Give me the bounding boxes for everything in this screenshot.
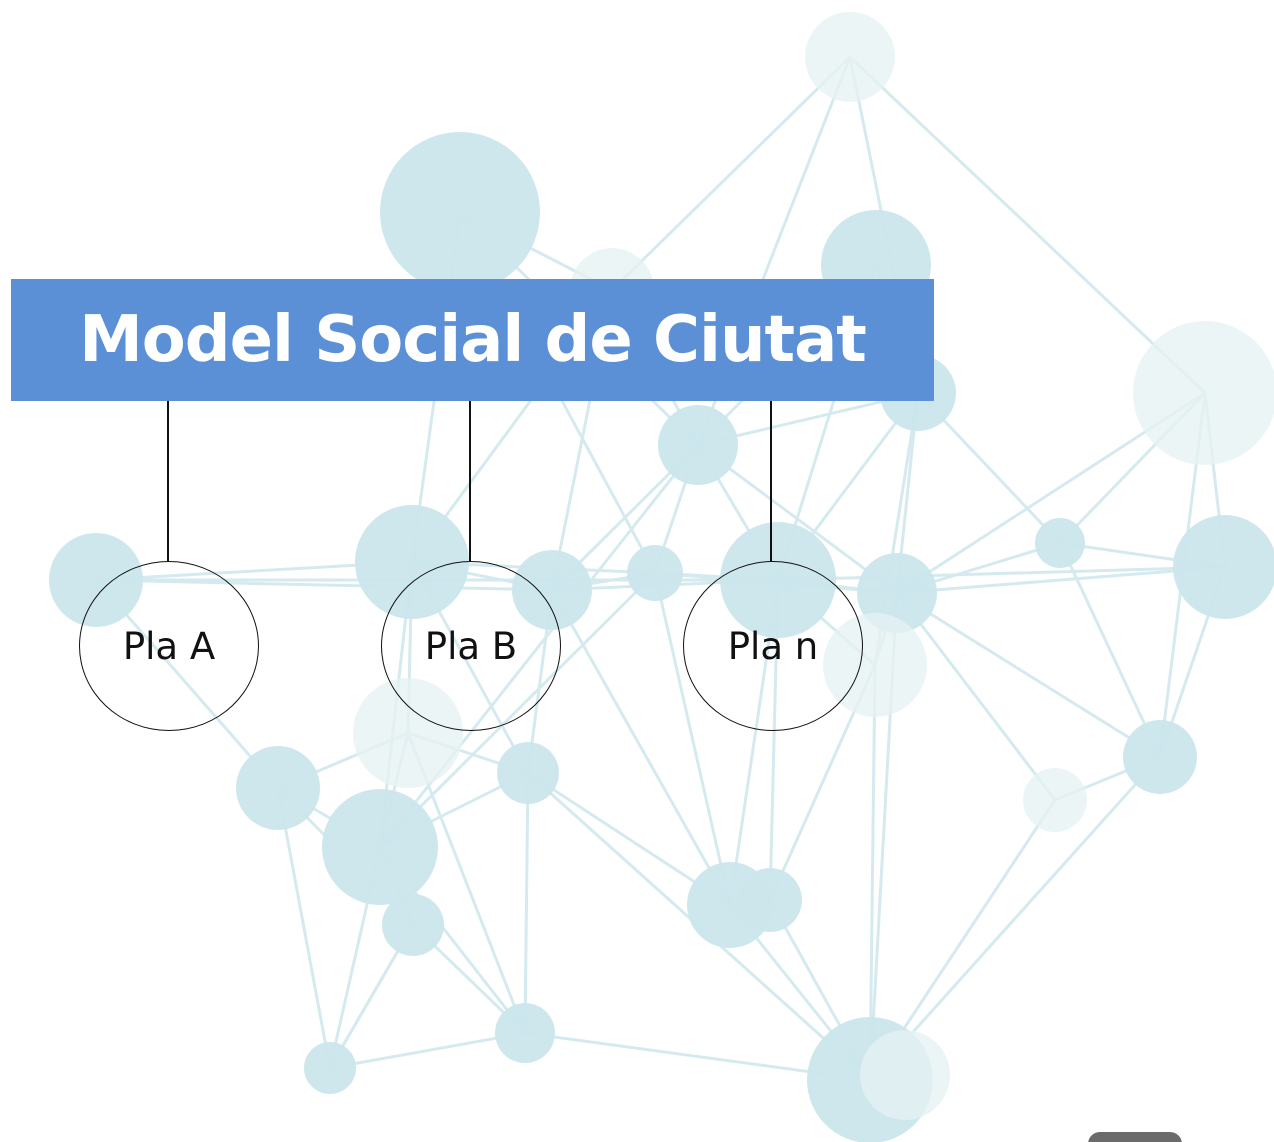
network-node [738, 868, 802, 932]
network-node [1023, 768, 1087, 832]
network-node [627, 545, 683, 601]
network-edge [329, 1031, 526, 1070]
network-node [1173, 515, 1274, 619]
network-node [497, 742, 559, 804]
network-edge [276, 787, 332, 1069]
plan-node-pla-n: Pla n [683, 561, 863, 731]
network-node [380, 132, 540, 292]
network-edge [653, 572, 732, 906]
network-edge [895, 592, 1057, 801]
network-node [857, 553, 937, 633]
title-banner: Model Social de Ciutat [11, 279, 934, 401]
network-node [860, 1030, 950, 1120]
network-node [658, 405, 738, 485]
network-node [495, 1003, 555, 1063]
network-node [304, 1042, 356, 1094]
network-node [1123, 720, 1197, 794]
network-edge [868, 664, 877, 1081]
corner-tab [1088, 1132, 1182, 1142]
plan-node-label: Pla B [424, 624, 518, 668]
network-edge [868, 755, 1162, 1082]
connector-line-pla-a [167, 401, 169, 561]
network-edge [523, 772, 530, 1034]
plan-node-label: Pla A [122, 624, 216, 668]
connector-line-pla-n [770, 401, 772, 561]
network-edge [610, 55, 852, 292]
network-node [1035, 518, 1085, 568]
network-node [382, 894, 444, 956]
connector-line-pla-b [469, 401, 471, 561]
network-node [236, 746, 320, 830]
network-node [1133, 321, 1274, 465]
diagram-title: Model Social de Ciutat [79, 303, 867, 377]
network-edge [896, 565, 1226, 595]
plan-node-label: Pla n [727, 624, 819, 668]
network-edge [848, 55, 1207, 395]
plan-node-pla-b: Pla B [381, 561, 561, 731]
plan-node-pla-a: Pla A [79, 561, 259, 731]
network-edge [697, 443, 898, 595]
network-edge [550, 589, 732, 906]
network-node [805, 12, 895, 102]
network-node [322, 789, 438, 905]
network-edge [896, 591, 1161, 759]
network-edge [777, 565, 1226, 582]
